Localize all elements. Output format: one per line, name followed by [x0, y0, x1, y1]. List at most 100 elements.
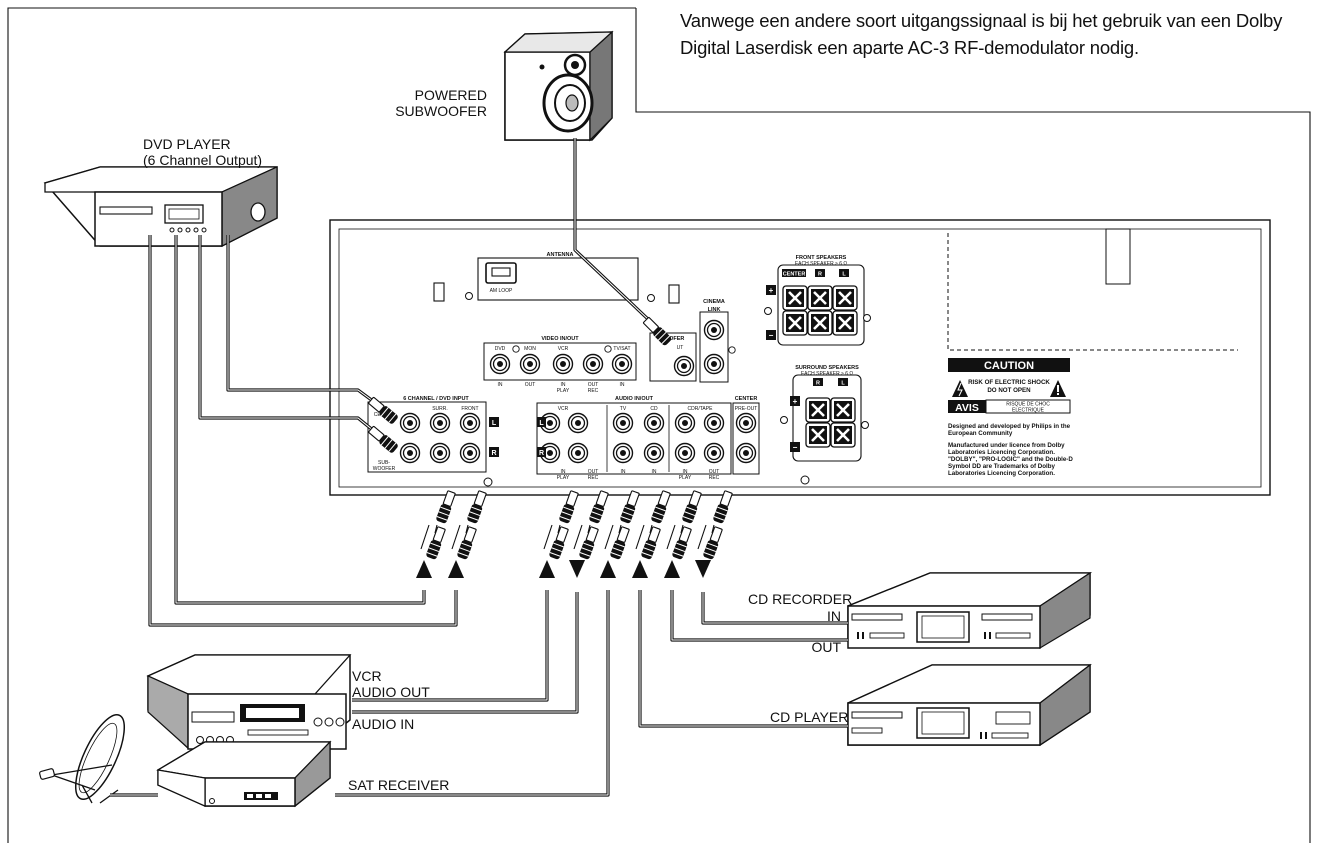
- video-inout-block: VIDEO IN/OUT DVD MON VCR TV/SAT IN OUT I…: [483, 336, 637, 394]
- svg-text:MON: MON: [524, 346, 536, 352]
- svg-text:L: L: [842, 272, 846, 278]
- svg-text:IN: IN: [498, 382, 503, 388]
- svg-text:SURR.: SURR.: [432, 406, 448, 412]
- svg-text:PRE-OUT: PRE-OUT: [735, 406, 758, 412]
- svg-text:−: −: [793, 443, 798, 452]
- svg-text:VCR: VCR: [558, 406, 569, 412]
- svg-text:6 CHANNEL / DVD INPUT: 6 CHANNEL / DVD INPUT: [403, 396, 469, 402]
- cables: [110, 138, 848, 797]
- cd-player: CD PLAYER: [770, 663, 1092, 747]
- svg-text:EACH SPEAKER ≥ 6 Ω: EACH SPEAKER ≥ 6 Ω: [801, 371, 854, 377]
- svg-text:CENTER: CENTER: [783, 272, 806, 278]
- svg-text:Designed and developed by Phil: Designed and developed by Philips in the: [948, 423, 1071, 430]
- frame-top-left: [7, 7, 636, 843]
- svg-text:L: L: [841, 381, 845, 387]
- svg-text:"DOLBY", "PRO-LOGIC" and the D: "DOLBY", "PRO-LOGIC" and the Double-D: [948, 456, 1073, 463]
- sat-receiver-label: SAT RECEIVER: [348, 777, 449, 793]
- svg-text:VCR: VCR: [558, 346, 569, 352]
- svg-text:OUT: OUT: [525, 382, 536, 388]
- svg-text:Laboratories Licencing Corpora: Laboratories Licencing Corporation.: [948, 470, 1055, 477]
- svg-text:IN: IN: [561, 382, 566, 388]
- dvd-label-2: (6 Channel Output): [143, 152, 262, 168]
- sat-receiver: SAT RECEIVER: [156, 740, 449, 808]
- cd-recorder: CD RECORDER IN OUT: [748, 571, 1093, 655]
- dvd-player: DVD PLAYER (6 Channel Output): [43, 136, 278, 247]
- svg-text:ELECTRIQUE: ELECTRIQUE: [1012, 408, 1045, 414]
- svg-text:R: R: [818, 272, 822, 278]
- svg-text:IN: IN: [620, 382, 625, 388]
- svg-text:WOOFER: WOOFER: [660, 336, 685, 342]
- svg-text:CINEMA: CINEMA: [703, 299, 725, 305]
- svg-text:TV: TV: [620, 406, 627, 412]
- svg-text:UT: UT: [677, 345, 684, 351]
- svg-text:RISK OF ELECTRIC SHOCK: RISK OF ELECTRIC SHOCK: [968, 379, 1050, 386]
- svg-text:WOOFER: WOOFER: [373, 466, 396, 472]
- svg-text:IN: IN: [561, 469, 566, 475]
- svg-text:IN: IN: [652, 469, 657, 475]
- antenna-label: ANTENNA: [547, 252, 574, 258]
- svg-text:CENTER: CENTER: [735, 396, 758, 402]
- svg-text:REC: REC: [709, 475, 720, 481]
- svg-text:R: R: [539, 450, 544, 457]
- svg-text:IN: IN: [621, 469, 626, 475]
- frame-right: [635, 8, 1311, 843]
- svg-text:AUDIO IN/OUT: AUDIO IN/OUT: [615, 396, 654, 402]
- vcr-audio-out-label: AUDIO OUT: [352, 684, 430, 700]
- rca-plug-pairs: [421, 490, 734, 560]
- svg-text:CD: CD: [650, 406, 658, 412]
- svg-text:R: R: [491, 450, 496, 457]
- svg-text:OUT: OUT: [588, 382, 599, 388]
- svg-text:TV/SAT: TV/SAT: [613, 346, 630, 352]
- powered-subwoofer: POWERED SUBWOOFER: [395, 30, 614, 142]
- svg-text:Laboratories Licencing Corpora: Laboratories Licencing Corporation.: [948, 449, 1055, 456]
- svg-text:LINK: LINK: [708, 307, 721, 313]
- svg-text:PLAY: PLAY: [679, 475, 692, 481]
- cd-recorder-in-label: IN: [827, 608, 841, 624]
- svg-text:SUB-: SUB-: [378, 460, 390, 466]
- front-speaker-terminals: FRONT SPEAKERS EACH SPEAKER ≥ 6 Ω CENTER…: [764, 255, 871, 346]
- svg-text:RISQUE DE CHOC: RISQUE DE CHOC: [1006, 402, 1050, 408]
- svg-text:+: +: [769, 286, 774, 295]
- subwoofer-label-2: SUBWOOFER: [395, 103, 487, 119]
- svg-text:CAUTION: CAUTION: [984, 360, 1034, 372]
- svg-text:EACH SPEAKER ≥ 6 Ω: EACH SPEAKER ≥ 6 Ω: [795, 261, 848, 267]
- svg-text:R: R: [816, 381, 820, 387]
- svg-text:FRONT: FRONT: [461, 406, 478, 412]
- svg-text:FRONT SPEAKERS: FRONT SPEAKERS: [796, 255, 847, 261]
- antenna-block: ANTENNA AM LOOP: [433, 252, 680, 304]
- svg-text:OUT: OUT: [588, 469, 599, 475]
- satellite-dish: [39, 714, 126, 804]
- svg-text:European Community: European Community: [948, 430, 1013, 437]
- svg-text:−: −: [769, 331, 774, 340]
- intro-text: Vanwege een andere soort uitgangssignaal…: [680, 10, 1283, 58]
- svg-text:OUT: OUT: [709, 469, 720, 475]
- vcr: VCR AUDIO OUT AUDIO IN: [146, 654, 430, 750]
- svg-text:PLAY: PLAY: [557, 388, 570, 394]
- am-loop-label: AM LOOP: [490, 288, 513, 294]
- subwoofer-out-block: WOOFER UT CINEMA LINK: [649, 299, 736, 383]
- cd-player-label: CD PLAYER: [770, 709, 848, 725]
- vcr-audio-in-label: AUDIO IN: [352, 716, 414, 732]
- surround-speaker-terminals: SURROUND SPEAKERS EACH SPEAKER ≥ 6 Ω R L…: [780, 365, 869, 485]
- cd-recorder-out-label: OUT: [811, 639, 841, 655]
- cd-recorder-label: CD RECORDER: [748, 591, 852, 607]
- svg-text:AVIS: AVIS: [955, 402, 979, 414]
- svg-text:PLAY: PLAY: [557, 475, 570, 481]
- svg-text:VIDEO IN/OUT: VIDEO IN/OUT: [541, 336, 579, 342]
- subwoofer-label-1: POWERED: [415, 87, 487, 103]
- svg-text:DVD: DVD: [495, 346, 506, 352]
- signal-direction-arrows: [416, 560, 711, 578]
- svg-text:REC: REC: [588, 475, 599, 481]
- svg-text:L: L: [492, 420, 497, 427]
- svg-text:L: L: [539, 420, 544, 427]
- vcr-label: VCR: [352, 668, 382, 684]
- svg-text:CDR/TAPE: CDR/TAPE: [688, 406, 714, 412]
- caution-label: CAUTION RISK OF ELECTRIC SHOCK DO NOT OP…: [948, 358, 1073, 477]
- svg-text:Manufactured under licence fro: Manufactured under licence from Dolby: [948, 442, 1065, 449]
- svg-text:Symbol DD are Trademarks of Do: Symbol DD are Trademarks of Dolby: [948, 463, 1055, 470]
- audio-inout-block: AUDIO IN/OUT VCR TV CD CDR/TAPE L R IN P…: [536, 396, 760, 481]
- svg-text:IN: IN: [683, 469, 688, 475]
- svg-text:+: +: [793, 397, 798, 406]
- dvd-label-1: DVD PLAYER: [143, 136, 231, 152]
